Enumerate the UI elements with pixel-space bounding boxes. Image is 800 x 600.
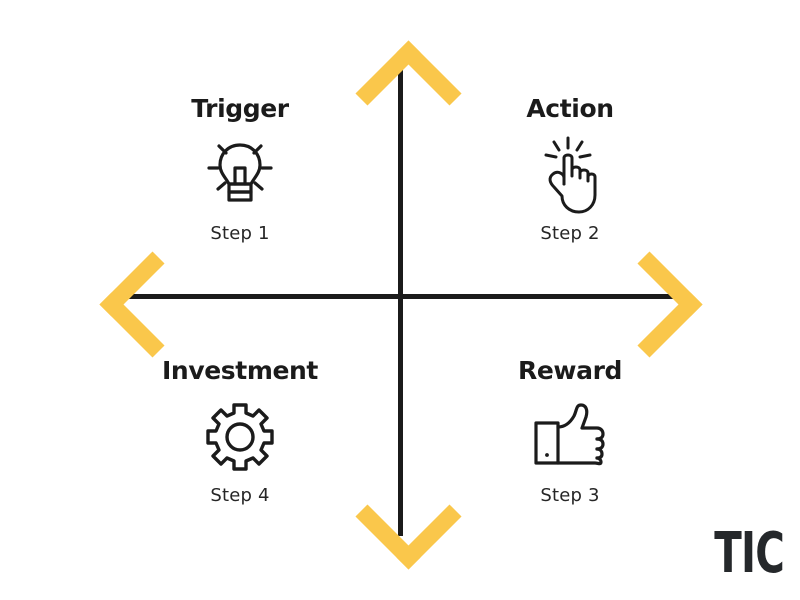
quadrant-title-investment: Investment: [162, 356, 318, 385]
right-arrow-icon: [596, 251, 703, 358]
lightbulb-icon: [115, 135, 365, 215]
left-arrow-icon: [99, 251, 206, 358]
thumbs-up-icon: [445, 397, 695, 477]
quadrant-step-trigger: Step 1: [210, 223, 270, 244]
quadrant-step-reward: Step 3: [540, 485, 600, 506]
quadrant-trigger: Trigger Step 1: [115, 96, 365, 243]
quadrant-title-action: Action: [526, 94, 614, 123]
quadrant-action: Action Step 2: [445, 96, 695, 243]
quadrant-investment: Investment Step 4: [115, 358, 365, 505]
gear-icon: [115, 397, 365, 477]
quadrant-title-trigger: Trigger: [191, 94, 289, 123]
quadrant-step-action: Step 2: [540, 223, 600, 244]
horizontal-axis-line: [128, 294, 673, 299]
quadrant-reward: Reward Step 3: [445, 358, 695, 505]
quadrant-step-investment: Step 4: [210, 485, 270, 506]
pointing-hand-click-icon: [445, 135, 695, 215]
tic-logo: TIC: [714, 521, 785, 586]
quadrant-title-reward: Reward: [518, 356, 622, 385]
